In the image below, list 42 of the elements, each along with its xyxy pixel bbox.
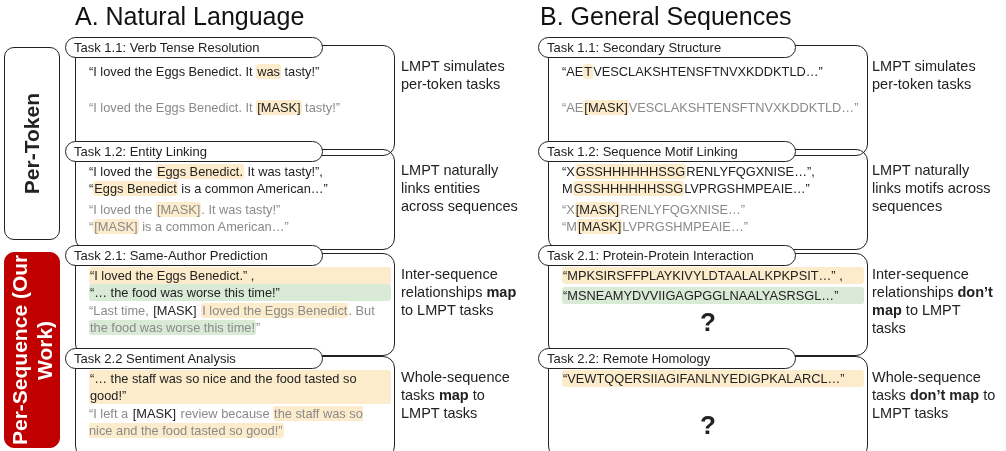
example-text: “XGSSHHHHHHSSGRENLYFQGXNISE…”, [562, 163, 816, 180]
row-label-tab: Per-Sequence (Our Work) [4, 252, 60, 448]
example-text: “MPKSIRSFFPLAYKIVYLDTAALALKPKPSIT…” , [562, 267, 864, 284]
side-caption: Inter-sequence relationships don’t map to LMPT tasks [872, 265, 994, 337]
side-caption: LMPT simulates per-token tasks [872, 57, 977, 93]
side-caption: LMPT naturally links motifs across sequences [872, 161, 992, 215]
example-text: “I loved the Eggs Benedict. It was tasty!” [89, 63, 321, 80]
task-tab: Task 2.1: Protein-Protein Interaction [538, 245, 796, 266]
example-text: “VEWTQQERSIIAGIFANLNYEDIGPKALARCL…” [562, 370, 864, 387]
example-text: “… the food was worse this time!” [89, 284, 391, 301]
example-text: “X[MASK]RENLYFQGXNISE…” [562, 201, 747, 218]
task-tab: Task 2.2 Sentiment Analysis [65, 348, 323, 369]
example-text: “AETVESCLAKSHTENSFTNVXKDDKTLD…” [562, 63, 824, 80]
task-tab: Task 1.2: Sequence Motif Linking [538, 141, 796, 162]
question-mark: ? [699, 410, 717, 441]
example-text: “Eggs Benedict is a common American…” [89, 180, 329, 197]
example-text: “I loved the Eggs Benedict. It [MASK] tasty!” [89, 99, 341, 116]
side-caption: LMPT naturally links entities across sequences [401, 161, 519, 215]
example-text: “I loved the Eggs Benedict.” , [89, 267, 391, 284]
example-text: “AE[MASK]VESCLAKSHTENSFTNVXKDDKTLD…” [562, 99, 860, 116]
side-caption: Whole-sequence tasks map to LMPT tasks [401, 368, 511, 422]
example-text: “Last time, [MASK] I loved the Eggs Benedict. But the food was worse this time!” [89, 302, 376, 336]
example-text: “MSNEAMYDVVIIGAGPGGLNAALYASRSGL…” [562, 287, 864, 304]
example-text: “… the staff was so nice and the food tasted so good!” [89, 370, 391, 404]
example-text: “I loved the [MASK]. It was tasty!” [89, 201, 282, 218]
task-tab: Task 2.1: Same-Author Prediction [65, 245, 323, 266]
example-text: “[MASK] is a common American…” [89, 218, 290, 235]
task-tab: Task 1.1: Verb Tense Resolution [65, 37, 323, 58]
example-text: “I left a [MASK] review because the staff was so nice and the food tasted so good!” [89, 405, 364, 439]
example-text: “M[MASK]LVPRGSHMPEAIE…” [562, 218, 749, 235]
row-label-tab: Per-Token [4, 47, 60, 240]
side-caption: Whole-sequence tasks don’t map to LMPT tasks [872, 368, 997, 422]
column-heading: A. Natural Language [75, 2, 305, 31]
example-text: “I loved the Eggs Benedict. It was tasty!”, [89, 163, 324, 180]
task-tab: Task 1.2: Entity Linking [65, 141, 323, 162]
column-heading: B. General Sequences [540, 2, 792, 31]
example-text: MGSSHHHHHHSSGLVPRGSHMPEAIE…” [562, 180, 811, 197]
side-caption: Inter-sequence relationships map to LMPT tasks [401, 265, 518, 319]
task-tab: Task 2.2: Remote Homology [538, 348, 796, 369]
side-caption: LMPT simulates per-token tasks [401, 57, 506, 93]
question-mark: ? [699, 307, 717, 338]
task-tab: Task 1.1: Secondary Structure [538, 37, 796, 58]
